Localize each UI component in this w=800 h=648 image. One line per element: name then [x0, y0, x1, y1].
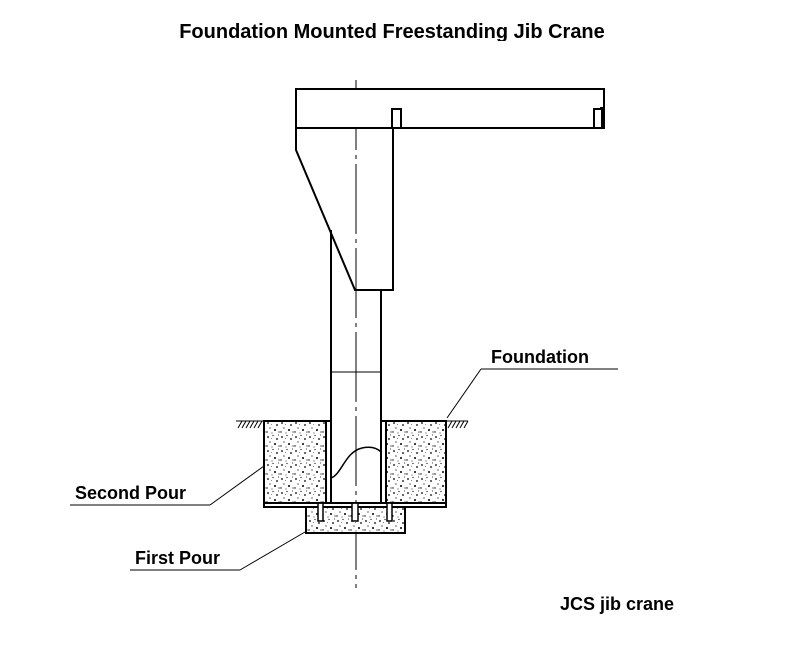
foundation-leader [446, 368, 618, 419]
ground-hatch [236, 420, 469, 429]
second-pour-leader [70, 465, 265, 506]
foundation-label: Foundation [491, 347, 589, 367]
watermark-text: JCS jib crane [560, 594, 674, 614]
second-pour-label: Second Pour [75, 483, 186, 503]
diagram-title: Foundation Mounted Freestanding Jib Cran… [179, 21, 605, 43]
mast-column [330, 230, 382, 503]
column-break-line [330, 446, 382, 479]
second-pour-concrete [263, 420, 447, 504]
jib-boom [295, 88, 605, 129]
first-pour-label: First Pour [135, 548, 220, 568]
first-pour-leader [130, 531, 306, 571]
head-bracket [295, 128, 394, 291]
anchor-bolts [314, 502, 396, 522]
